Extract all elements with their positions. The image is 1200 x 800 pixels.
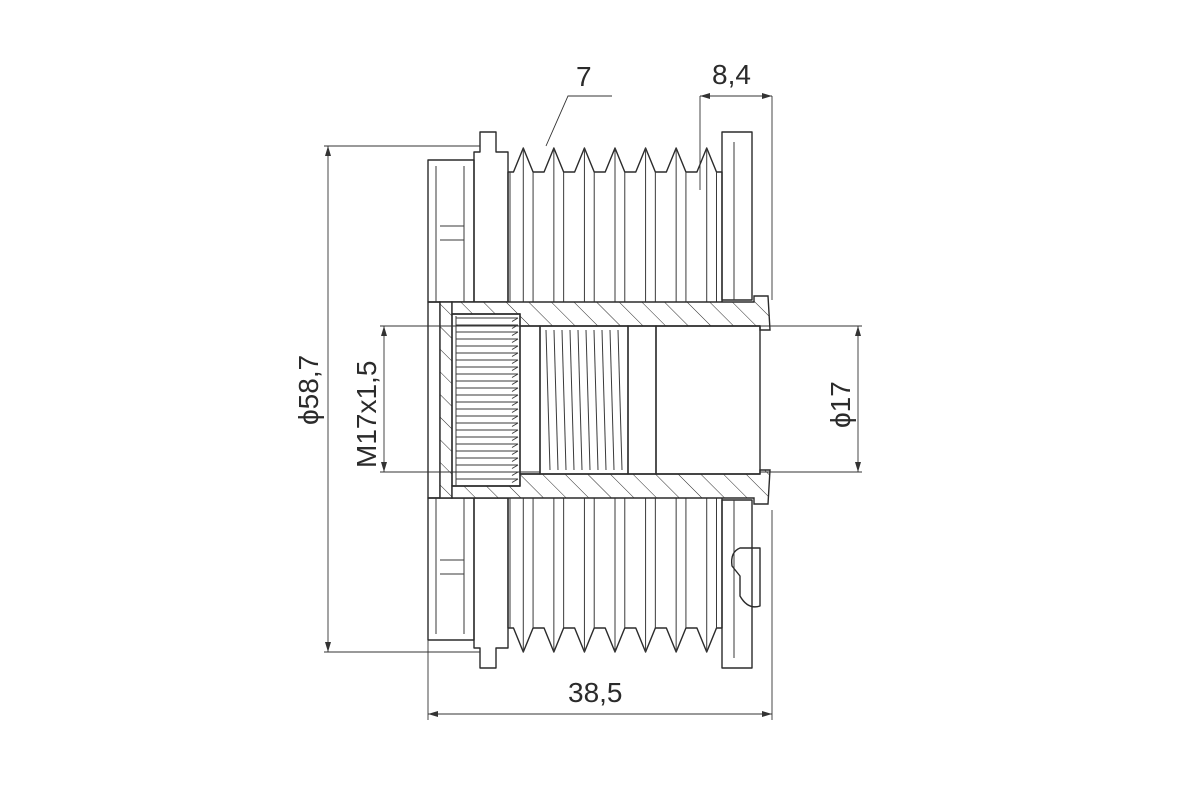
bore-diameter-label: ϕ17	[825, 381, 856, 428]
dimension-overall-length: 38,5	[427, 510, 773, 720]
dimension-bore-diameter: ϕ17	[760, 325, 862, 473]
groove-count-label: 7	[576, 61, 592, 92]
overall-length-label: 38,5	[568, 677, 623, 708]
dimension-flange-width: 8,4	[699, 59, 773, 300]
dimension-groove-count: 7	[545, 61, 612, 147]
flange-width-label: 8,4	[712, 59, 751, 90]
dimension-outer-diameter: ϕ58,7	[293, 145, 480, 653]
outer-diameter-label: ϕ58,7	[293, 355, 324, 425]
pulley-upper-body	[427, 131, 753, 303]
hub-section	[427, 295, 771, 505]
thread-label: M17x1,5	[351, 361, 382, 468]
dimension-thread: M17x1,5	[351, 325, 540, 473]
pulley-lower-body	[427, 497, 761, 669]
